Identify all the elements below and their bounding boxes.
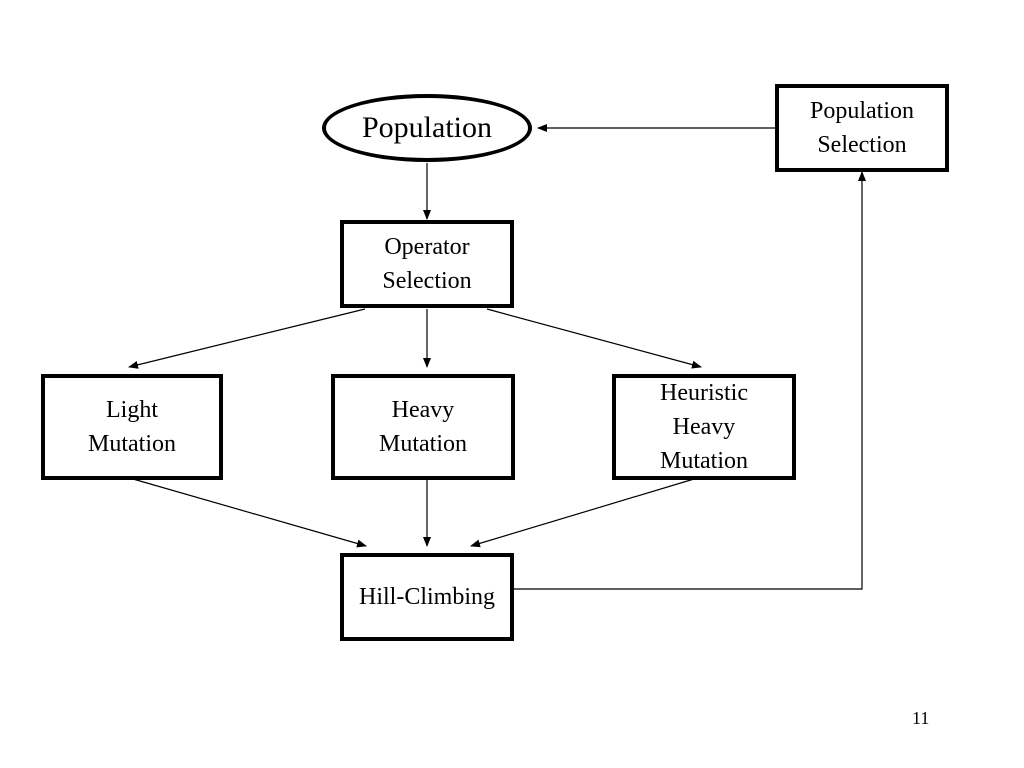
operator-selection-node: Operator Selection: [340, 220, 514, 308]
heuristic-heavy-mutation-line-3: Mutation: [660, 448, 748, 474]
population-label: Population: [361, 111, 492, 144]
light-mutation-line-1: Light: [106, 397, 158, 423]
edge-heuristic-heavy-mutation-to-hill-climbing: [470, 478, 695, 548]
edge-light-mutation-to-hill-climbing: [132, 478, 367, 548]
heavy-mutation-node: Heavy Mutation: [331, 374, 515, 480]
operator-selection-line-1: Operator: [384, 234, 470, 260]
heuristic-heavy-mutation-node: Heuristic Heavy Mutation: [612, 374, 796, 480]
population-selection-line-1: Population: [809, 98, 914, 124]
operator-selection-line-2: Selection: [382, 268, 472, 294]
heuristic-heavy-mutation-line-2: Heavy: [672, 414, 736, 440]
population-selection-line-2: Selection: [817, 132, 907, 158]
hill-climbing-node: Hill-Climbing: [340, 553, 514, 641]
page-number: 11: [912, 708, 930, 728]
heavy-mutation-line-2: Mutation: [379, 431, 467, 457]
edge-operator-selection-to-light-mutation: [128, 308, 366, 369]
light-mutation-node: Light Mutation: [41, 374, 223, 480]
light-mutation-line-2: Mutation: [88, 431, 176, 457]
edge-hill-climbing-to-population-selection: [514, 171, 866, 590]
population-selection-node: Population Selection: [775, 84, 949, 172]
hill-climbing-label: Hill-Climbing: [358, 584, 495, 610]
population-node: Population: [322, 94, 532, 162]
edge-operator-selection-to-heuristic-heavy-mutation: [486, 308, 702, 369]
heuristic-heavy-mutation-line-1: Heuristic: [660, 380, 748, 406]
heavy-mutation-line-1: Heavy: [391, 397, 455, 423]
